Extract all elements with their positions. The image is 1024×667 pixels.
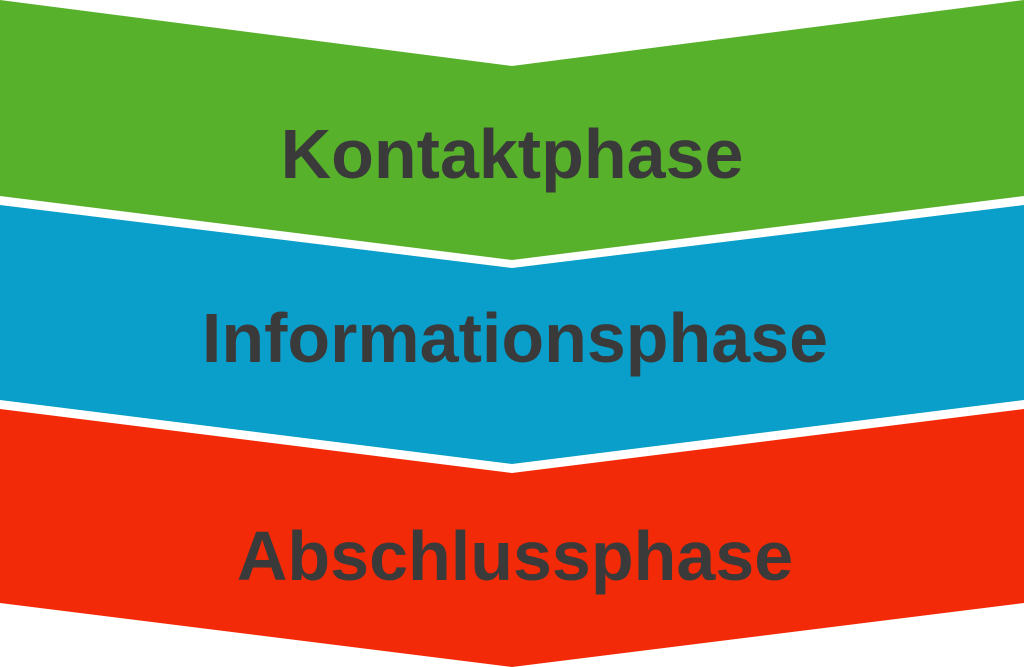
phase-information: Informationsphase [0,205,1024,464]
phase-information-chevron [0,205,1024,464]
phase-kontakt-label: Kontaktphase [281,115,744,193]
phase-abschluss-label: Abschlussphase [237,517,793,595]
phase-kontakt-chevron [0,0,1024,260]
phase-kontakt: Kontaktphase [0,0,1024,260]
phase-abschluss-chevron [0,409,1024,667]
phase-information-label: Informationsphase [202,299,828,377]
phase-abschluss: Abschlussphase [0,409,1024,667]
